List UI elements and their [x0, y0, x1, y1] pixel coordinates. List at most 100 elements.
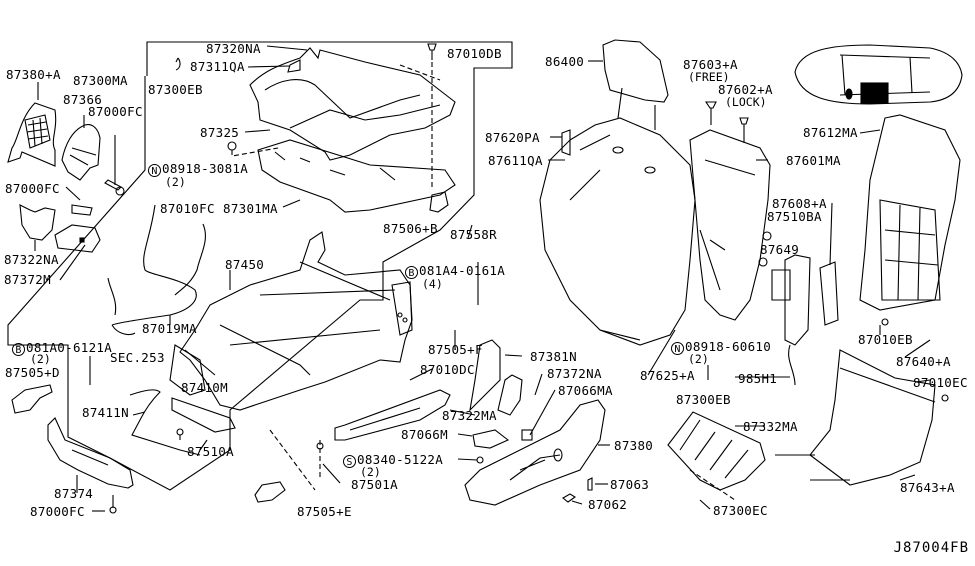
part-label-87300EB-right[interactable]: 87300EB [676, 392, 731, 407]
part-label-87063[interactable]: 87063 [610, 477, 650, 492]
seatback-frame-87601MA [689, 129, 771, 321]
headrest-86400 [602, 39, 669, 130]
part-label-87506B[interactable]: 87506+B [383, 221, 438, 236]
part-label-87603A[interactable]: 87603+A [683, 57, 738, 72]
bracket-87505E [254, 481, 286, 503]
back-board-87612MA [859, 114, 961, 311]
leader-lines [34, 45, 931, 512]
part-label-87372M[interactable]: 87372M [4, 272, 51, 287]
front-lower-cover-part [47, 417, 134, 514]
part-label-87300EC[interactable]: 87300EC [713, 503, 768, 518]
part-label-87381N[interactable]: 87381N [530, 349, 577, 364]
part-label-87450[interactable]: 87450 [225, 257, 265, 272]
part-label-87000FC-mid[interactable]: 87000FC [5, 181, 60, 196]
part-label-985H1[interactable]: 985H1 [738, 371, 778, 386]
part-label-87300EB-left[interactable]: 87300EB [148, 82, 203, 97]
qty-081A0-6121A: (2) [30, 352, 51, 366]
dash-87505E [269, 429, 321, 491]
part-label-87372NA[interactable]: 87372NA [547, 366, 602, 381]
clip-87010EB [881, 318, 889, 326]
side-shield-outer-part [7, 102, 57, 167]
bolt-87501A [316, 442, 324, 450]
note-free: (FREE) [688, 70, 730, 84]
part-label-87510A[interactable]: 87510A [187, 444, 234, 459]
lower-board-87643A [775, 349, 936, 486]
part-label-87019MA[interactable]: 87019MA [142, 321, 197, 336]
part-label-87010DC[interactable]: 87010DC [420, 362, 475, 377]
part-label-87611QA[interactable]: 87611QA [488, 153, 543, 168]
part-label-87380[interactable]: 87380 [614, 438, 654, 453]
module-and-harness [129, 389, 236, 456]
part-label-87602A[interactable]: 87602+A [718, 82, 773, 97]
part-label-87374[interactable]: 87374 [54, 486, 94, 501]
part-label-87332MA[interactable]: 87332MA [743, 419, 798, 434]
part-label-87380A[interactable]: 87380+A [6, 67, 61, 82]
switch-parts [472, 429, 533, 464]
section-ref-sec253[interactable]: SEC.253 [110, 350, 165, 365]
part-label-87322MA[interactable]: 87322MA [442, 408, 497, 423]
vehicle-location-icon [794, 44, 963, 105]
switch-87608A [819, 261, 839, 326]
part-label-87010FC[interactable]: 87010FC [160, 201, 215, 216]
headrest-guides [704, 101, 749, 143]
part-label-87300MA[interactable]: 87300MA [73, 73, 128, 88]
part-label-87608A[interactable]: 87608+A [772, 196, 827, 211]
part-label-87066M[interactable]: 87066M [401, 427, 448, 442]
note-lock: (LOCK) [725, 95, 767, 109]
wire-harness-part [107, 204, 206, 335]
part-label-87366[interactable]: 87366 [63, 92, 103, 107]
b-symbol-icon: B [12, 343, 25, 356]
nut-87510BA [762, 231, 772, 241]
qty-08918-60610: (2) [688, 352, 709, 366]
part-label-87612MA[interactable]: 87612MA [803, 125, 858, 140]
clip-87300EB [175, 57, 181, 71]
part-label-87000FC-lower[interactable]: 87000FC [30, 504, 85, 519]
part-label-87066MA[interactable]: 87066MA [558, 383, 613, 398]
side-trim-87322MA [334, 389, 451, 441]
part-label-87510BA[interactable]: 87510BA [767, 209, 822, 224]
part-label-87322NA[interactable]: 87322NA [4, 252, 59, 267]
part-label-87325[interactable]: 87325 [200, 125, 240, 140]
part-label-87320NA[interactable]: 87320NA [206, 41, 261, 56]
cover-87381N [469, 339, 501, 412]
part-label-86400[interactable]: 86400 [545, 54, 585, 69]
part-label-87062[interactable]: 87062 [588, 497, 628, 512]
nut-87325 [227, 141, 279, 157]
part-label-87625A[interactable]: 87625+A [640, 368, 695, 383]
part-label-87505E[interactable]: 87505+E [297, 504, 352, 519]
part-label-87649[interactable]: 87649 [760, 242, 800, 257]
part-label-87505D[interactable]: 87505+D [5, 365, 60, 380]
part-label-87010EC[interactable]: 87010EC [913, 375, 968, 390]
part-label-87010EB[interactable]: 87010EB [858, 332, 913, 347]
cover-87372NA [497, 374, 523, 416]
part-label-87505F[interactable]: 87505+F [428, 342, 483, 357]
qty-08340-5122A: (2) [360, 465, 381, 479]
cushion-pan-part [257, 139, 456, 213]
side-airbag-985H1 [784, 254, 811, 386]
part-label-87501A[interactable]: 87501A [351, 477, 398, 492]
seat-cushion-part [249, 47, 456, 161]
part-label-87558R[interactable]: 87558R [450, 227, 497, 242]
group-boundary-line [7, 41, 513, 491]
knob-87063 [587, 477, 593, 491]
clip-87010EC [941, 394, 949, 402]
part-label-87411N[interactable]: 87411N [82, 405, 129, 420]
part-label-87301MA[interactable]: 87301MA [223, 201, 278, 216]
side-cover-pieces [19, 204, 101, 253]
part-label-87000FC-upper[interactable]: 87000FC [88, 104, 143, 119]
diagram-code: J87004FB [893, 540, 969, 556]
part-label-87601MA[interactable]: 87601MA [786, 153, 841, 168]
part-label-87620PA[interactable]: 87620PA [485, 130, 540, 145]
part-label-87640A[interactable]: 87640+A [896, 354, 951, 369]
part-label-87010DB[interactable]: 87010DB [447, 46, 502, 61]
part-label-87643A[interactable]: 87643+A [900, 480, 955, 495]
bracket-part [61, 124, 101, 181]
part-label-87410M[interactable]: 87410M [181, 380, 228, 395]
part-label-87311QA[interactable]: 87311QA [190, 59, 245, 74]
seat-frame-part [169, 231, 413, 411]
